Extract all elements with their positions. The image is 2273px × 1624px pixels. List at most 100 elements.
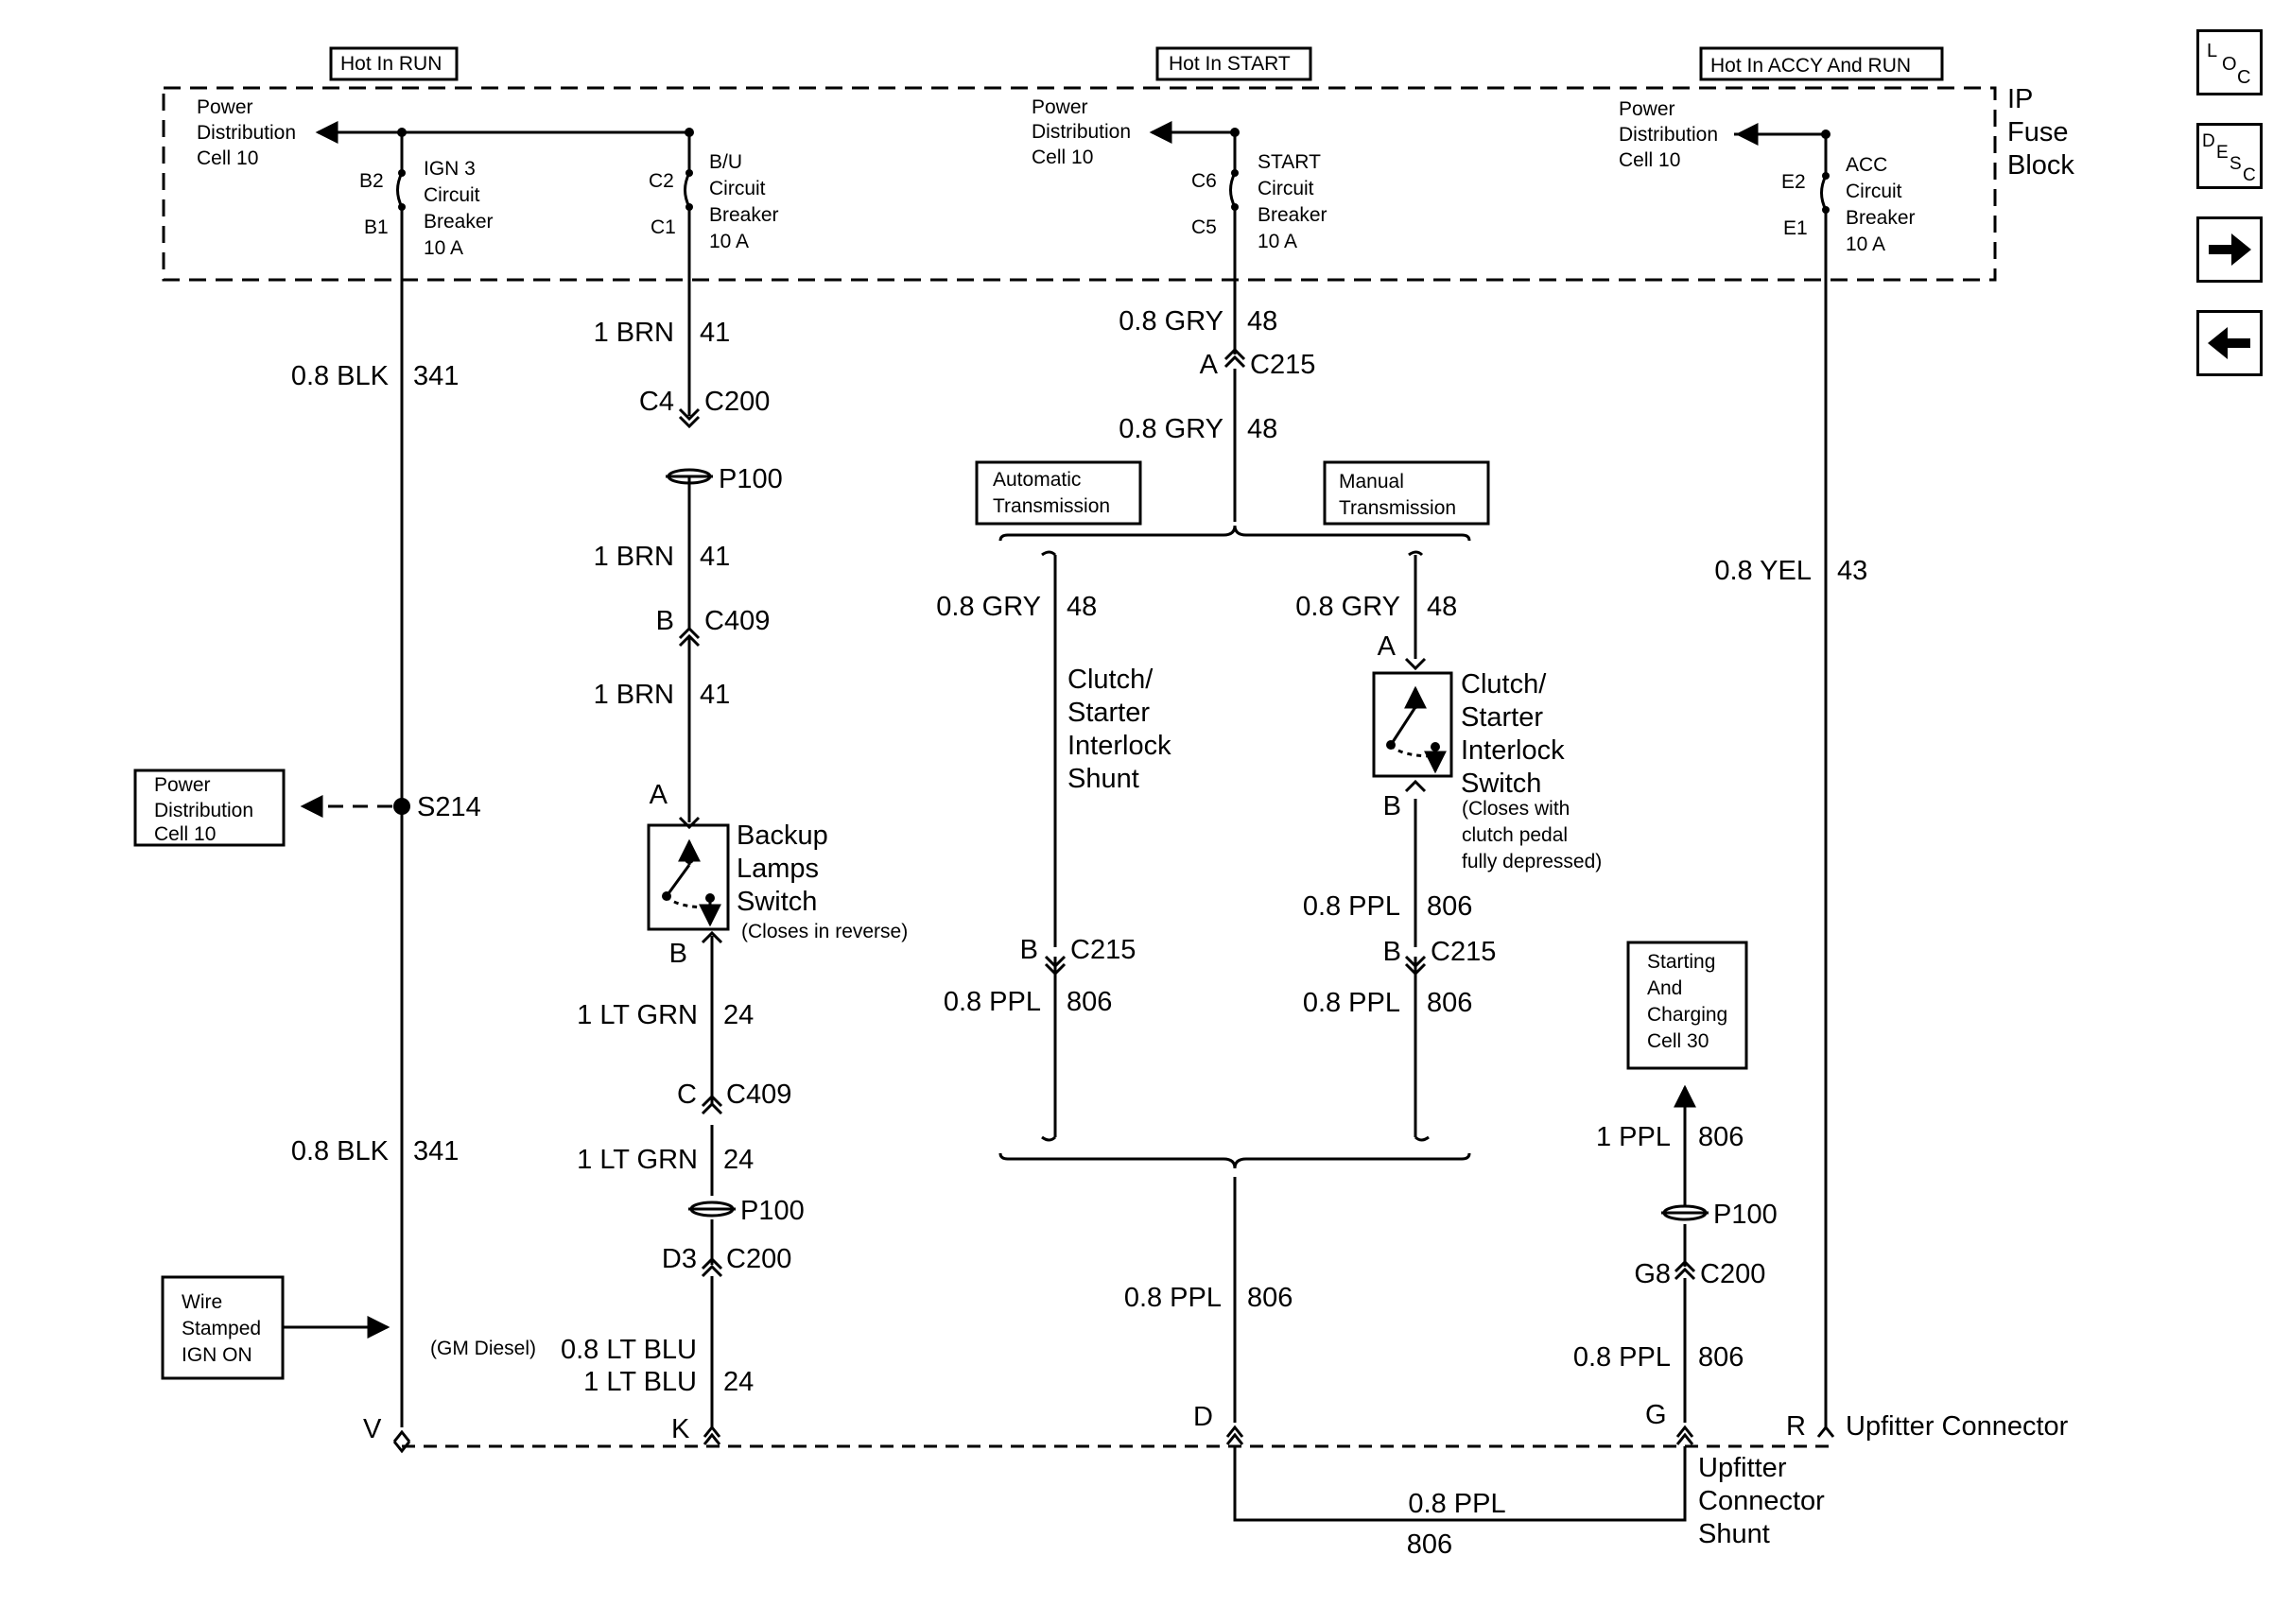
svg-text:1 BRN: 1 BRN [594,318,674,348]
svg-text:C215: C215 [1431,937,1496,967]
bu-pin-bottom: C1 [651,216,676,238]
svg-text:41: 41 [700,542,730,572]
upfitter-pin-r: R [1786,1411,1806,1442]
svg-text:Distribution: Distribution [197,122,296,144]
svg-text:Clutch/: Clutch/ [1067,665,1154,695]
svg-text:48: 48 [1067,592,1097,622]
svg-text:48: 48 [1247,414,1277,444]
svg-text:E: E [2216,143,2229,163]
svg-text:41: 41 [700,318,730,348]
wire-341-bottom-circuit: 341 [413,1136,459,1166]
svg-text:Shunt: Shunt [1067,764,1139,794]
svg-text:Cell 10: Cell 10 [1032,147,1093,168]
power-dist-3-label: Power [1619,98,1675,120]
svg-text:806: 806 [1247,1283,1293,1313]
svg-text:C: C [2237,67,2250,88]
upfitter-pin-d: D [1193,1402,1213,1432]
next-page-button[interactable] [2196,216,2263,283]
svg-text:0.8 PPL: 0.8 PPL [1573,1342,1671,1373]
svg-text:START: START [1258,151,1321,173]
loc-icon: L O C [2207,41,2250,88]
svg-text:B: B [1020,935,1038,965]
arrow-right-icon [2209,233,2251,266]
svg-text:48: 48 [1427,592,1457,622]
svg-text:0.8 PPL: 0.8 PPL [1303,891,1400,922]
desc-icon: D E S C [2202,131,2256,185]
bu-pin-top: C2 [649,170,674,192]
svg-text:ACC: ACC [1846,154,1887,176]
arrow-left-icon [2208,327,2250,359]
svg-text:0.8 PPL: 0.8 PPL [1408,1489,1505,1519]
svg-text:41: 41 [700,680,730,710]
svg-text:fully depressed): fully depressed) [1462,851,1602,872]
manual-transmission-box [1323,460,1490,526]
svg-text:Switch: Switch [1461,769,1541,799]
svg-text:24: 24 [723,1367,754,1397]
power-dist-1-label: Power [197,96,253,118]
ign3-pin-top: B2 [359,170,384,192]
power-dist-2-label: Power [1032,96,1088,118]
svg-text:C: C [2243,165,2256,185]
svg-text:0.8 PPL: 0.8 PPL [1124,1283,1222,1313]
svg-text:C409: C409 [726,1080,791,1110]
svg-text:0.8 GRY: 0.8 GRY [1295,592,1400,622]
svg-text:Clutch/: Clutch/ [1461,669,1547,700]
upfitter-pin-g: G [1645,1400,1667,1430]
svg-text:P100: P100 [740,1196,805,1226]
fuse-label: Fuse [2007,117,2068,147]
svg-text:Starting: Starting [1647,951,1715,973]
desc-button[interactable]: D E S C [2196,123,2263,189]
wire-341-top-color: 0.8 BLK [291,361,390,391]
svg-text:0.8 PPL: 0.8 PPL [944,987,1041,1017]
branch-brace-bottom [998,1152,1471,1169]
backup-lamps-switch [647,823,730,931]
svg-text:0.8 GRY: 0.8 GRY [1119,414,1223,444]
svg-text:B/U: B/U [709,151,742,173]
svg-text:C200: C200 [726,1244,791,1274]
splice-s214-label: S214 [417,792,481,822]
svg-text:C215: C215 [1250,350,1315,380]
svg-text:Transmission: Transmission [1339,497,1456,519]
svg-text:C200: C200 [1700,1259,1765,1289]
svg-text:C4: C4 [639,387,674,417]
svg-text:Wire: Wire [182,1291,222,1313]
svg-text:(Closes with: (Closes with [1462,798,1570,820]
clutch-interlock-switch [1372,671,1453,778]
block-label: Block [2007,150,2074,181]
svg-text:Switch: Switch [737,887,817,917]
svg-text:Connector: Connector [1698,1486,1825,1516]
prev-page-button[interactable] [2196,310,2263,376]
start-pin-bottom: C5 [1191,216,1217,238]
svg-text:C200: C200 [704,387,770,417]
splice-s214-dot [393,798,410,815]
svg-text:P100: P100 [1713,1200,1778,1230]
upfitter-pin-k: K [671,1414,690,1444]
svg-text:806: 806 [1067,987,1112,1017]
start-breaker-symbol [1229,172,1237,208]
svg-text:C: C [677,1080,697,1110]
svg-text:D3: D3 [662,1244,697,1274]
acc-pin-top: E2 [1781,171,1806,193]
svg-text:48: 48 [1247,306,1277,337]
automatic-transmission-box [975,460,1142,526]
svg-text:Circuit: Circuit [1846,181,1902,202]
svg-text:806: 806 [1698,1122,1744,1152]
svg-text:Cell 30: Cell 30 [1647,1030,1709,1052]
bu-breaker-symbol [684,172,691,208]
hot-run-label: Hot In RUN [340,53,442,75]
power-dist-splice-box [133,769,286,847]
svg-text:10 A: 10 A [1258,231,1297,252]
upfitter-pin-v: V [363,1414,382,1444]
svg-text:1 LT BLU: 1 LT BLU [583,1367,697,1397]
svg-text:Stamped: Stamped [182,1318,261,1339]
svg-text:Breaker: Breaker [424,211,494,233]
svg-text:Breaker: Breaker [709,204,779,226]
svg-text:43: 43 [1837,556,1867,586]
ip-fuse-block-outline [162,86,1997,282]
svg-text:Circuit: Circuit [424,184,480,206]
loc-button[interactable]: L O C [2196,29,2263,95]
svg-text:Cell 10: Cell 10 [154,823,216,845]
svg-text:806: 806 [1427,988,1472,1018]
svg-text:Power: Power [154,774,211,796]
